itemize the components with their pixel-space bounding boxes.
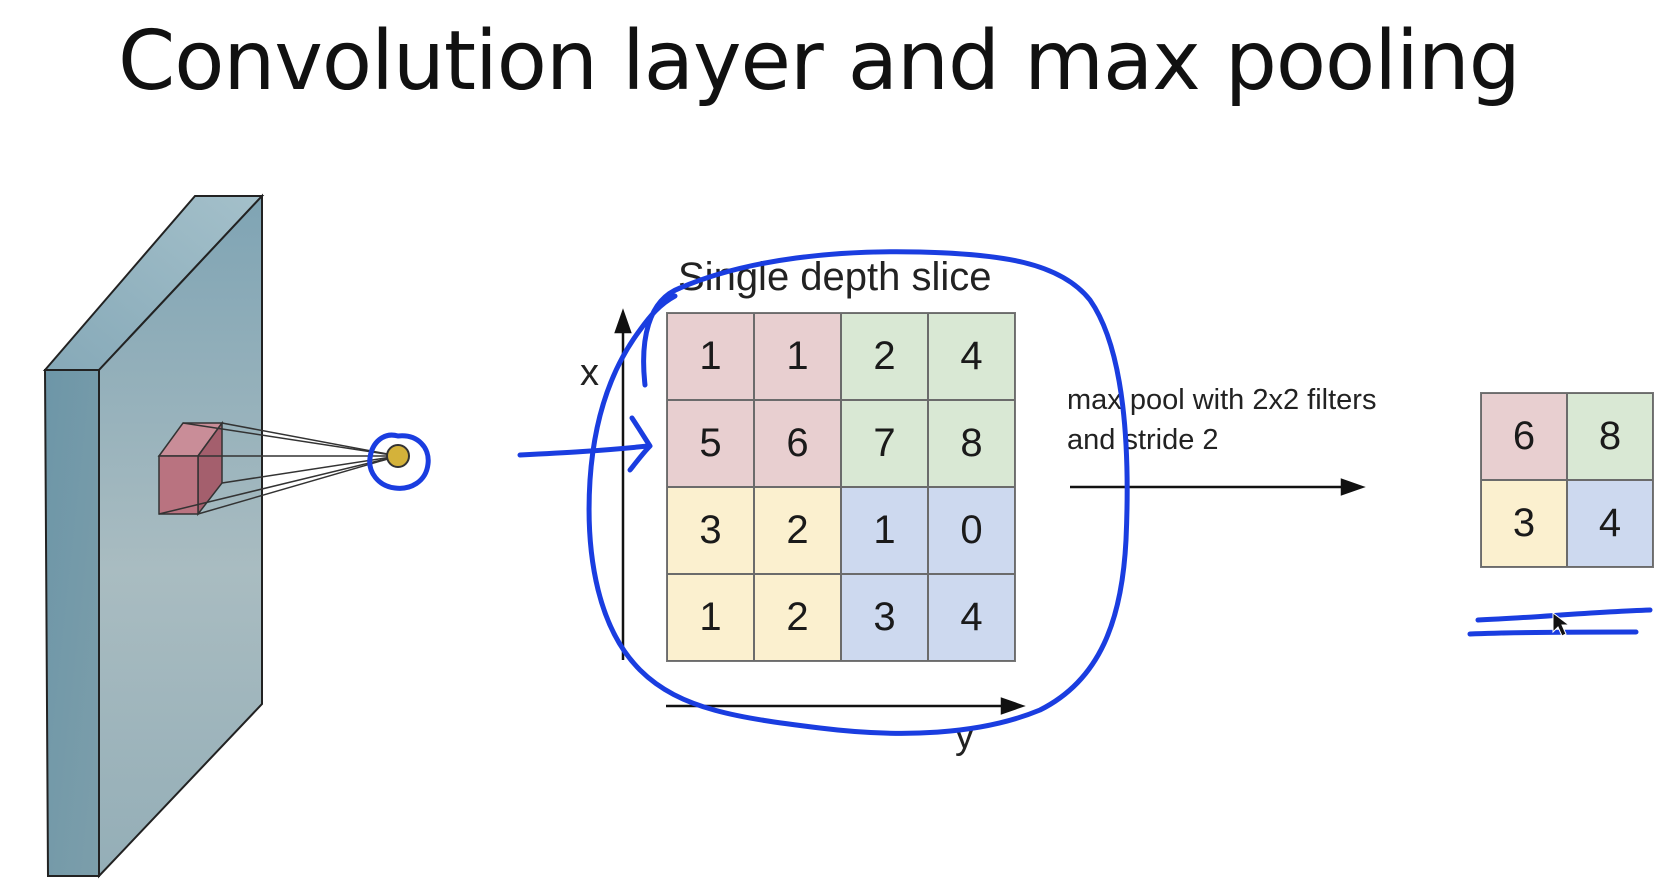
grid-cell: 1 — [841, 487, 928, 574]
pooled-cell: 6 — [1481, 393, 1567, 480]
grid-cell: 2 — [754, 574, 841, 661]
max-pool-caption-line-1: max pool with 2x2 filters — [1067, 384, 1377, 416]
pooled-cell: 3 — [1481, 480, 1567, 567]
pooled-output-grid: 6 8 3 4 — [1480, 392, 1654, 568]
depth-slice-grid: 1 1 2 4 5 6 7 8 3 2 1 0 1 2 3 4 — [666, 312, 1016, 662]
grid-cell: 4 — [928, 313, 1015, 400]
grid-cell: 1 — [667, 313, 754, 400]
grid-cell: 3 — [841, 574, 928, 661]
grid-cell: 4 — [928, 574, 1015, 661]
grid-cell: 6 — [754, 400, 841, 487]
axis-x-label: x — [580, 352, 599, 394]
input-volume — [42, 193, 265, 879]
connection-lines — [158, 422, 399, 515]
pooled-cell: 4 — [1567, 480, 1653, 567]
max-pool-caption: max pool with 2x2 filters and stride 2 — [1067, 380, 1376, 460]
pooled-cell: 8 — [1567, 393, 1653, 480]
grid-cell: 1 — [667, 574, 754, 661]
depth-slice-title: Single depth slice — [678, 255, 992, 299]
grid-cell: 0 — [928, 487, 1015, 574]
grid-cell: 5 — [667, 400, 754, 487]
slide-title: Convolution layer and max pooling — [118, 14, 1521, 109]
max-pool-arrow — [1070, 478, 1366, 496]
volume-left-face — [43, 369, 100, 877]
output-neuron — [386, 444, 410, 468]
grid-cell: 7 — [841, 400, 928, 487]
volume-front-face — [98, 193, 263, 879]
grid-cell: 8 — [928, 400, 1015, 487]
grid-cell: 2 — [754, 487, 841, 574]
grid-cell: 3 — [667, 487, 754, 574]
max-pool-caption-line-2: and stride 2 — [1067, 424, 1219, 456]
axis-y-label: y — [955, 715, 974, 757]
grid-cell: 1 — [754, 313, 841, 400]
grid-cell: 2 — [841, 313, 928, 400]
